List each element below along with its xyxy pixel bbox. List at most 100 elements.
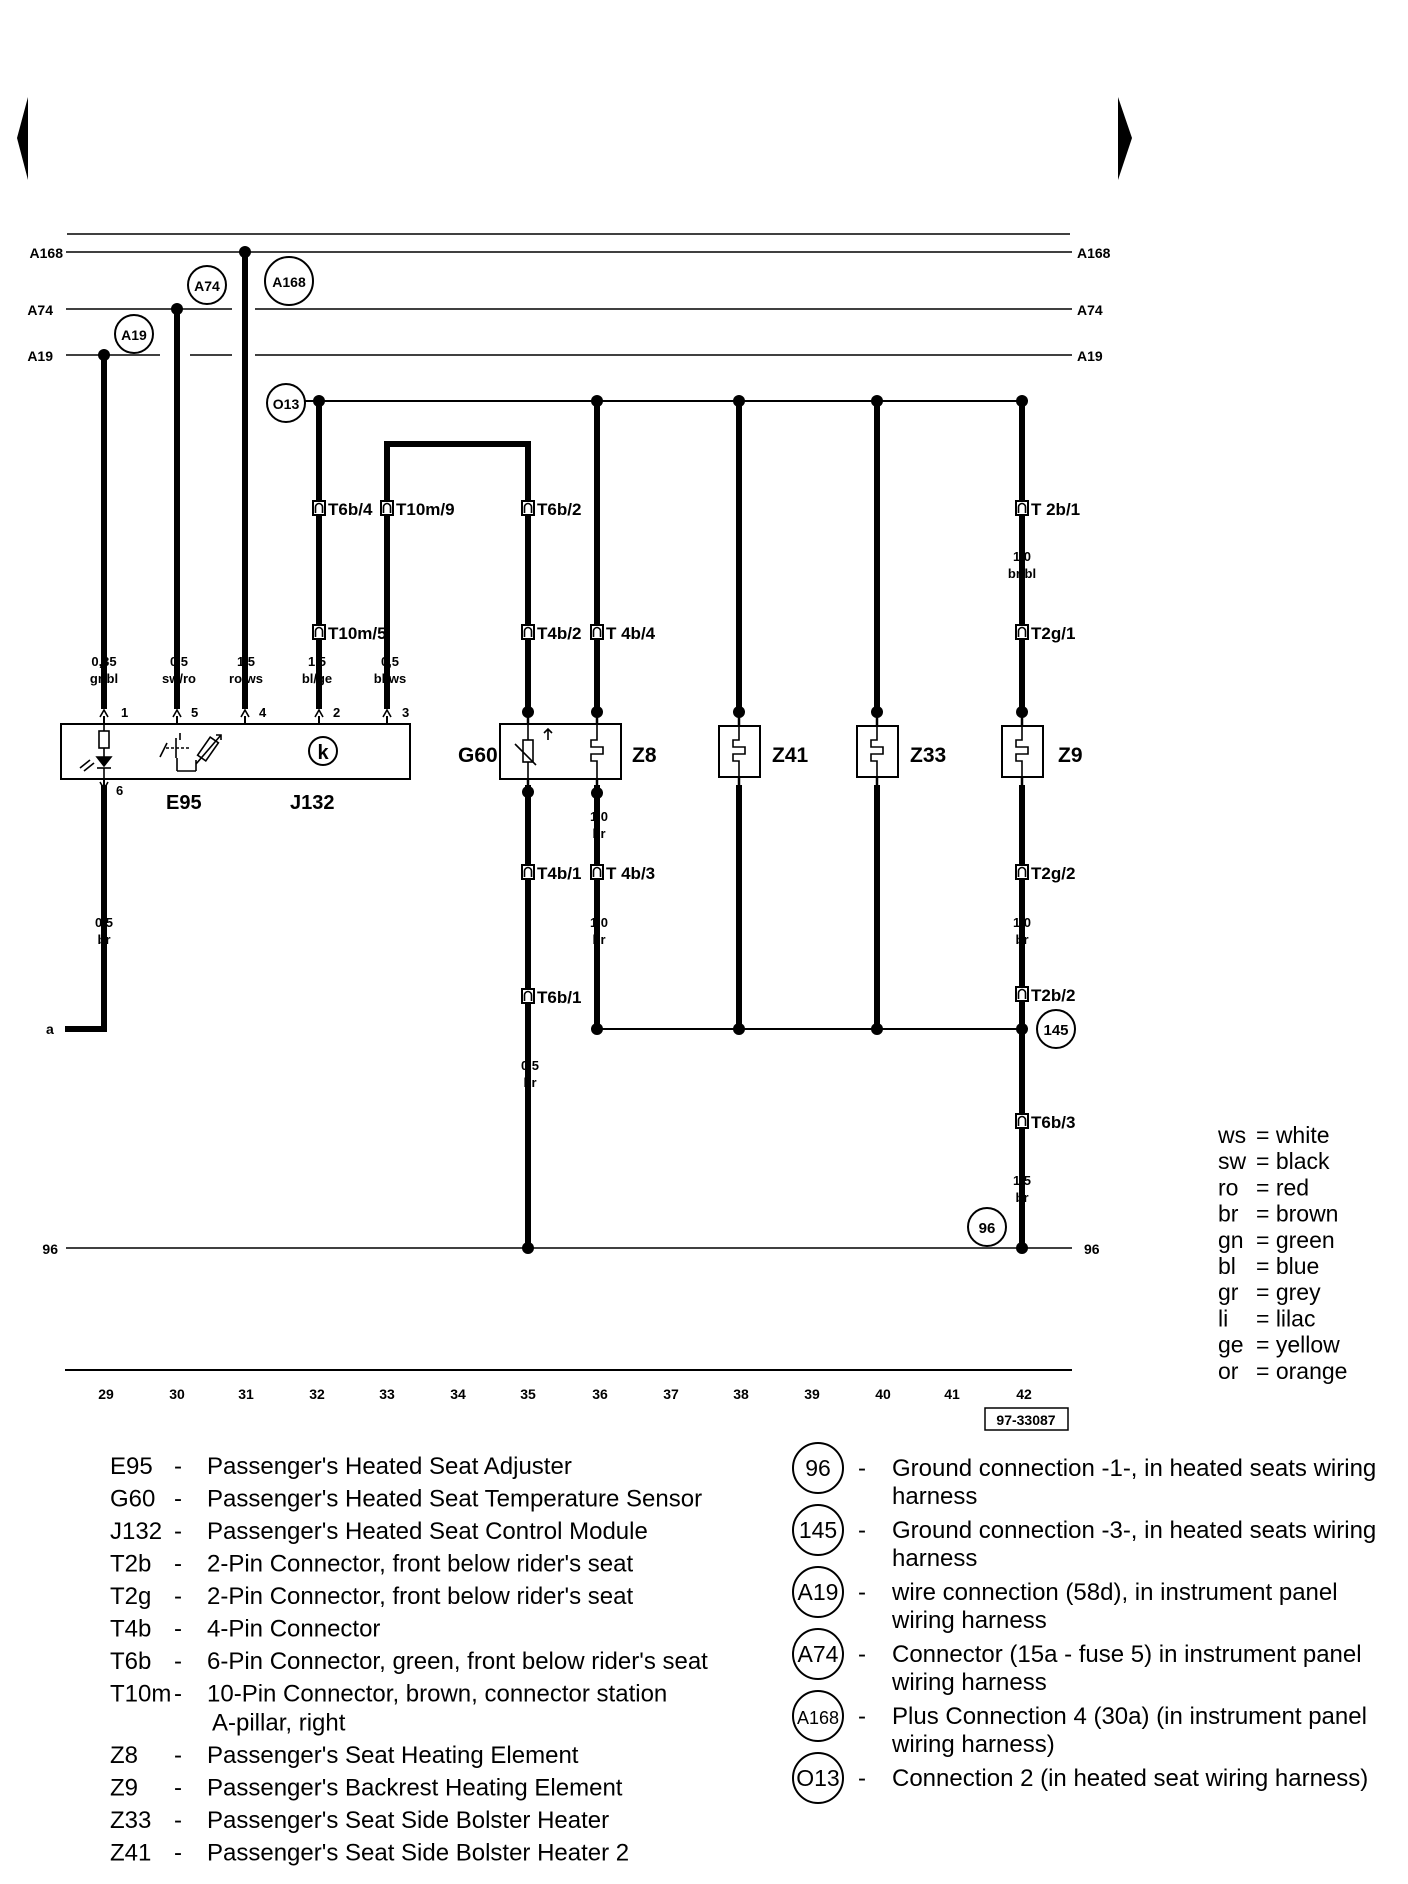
- color-code: bl: [1218, 1253, 1236, 1279]
- component-j132-label: J132: [290, 792, 335, 814]
- wire-label: 0,5: [170, 654, 188, 669]
- triangle-left-icon[interactable]: [17, 97, 28, 180]
- legend-code: T2b: [110, 1551, 151, 1578]
- legend-desc: wiring harness): [891, 1731, 1055, 1758]
- svg-text:T6b/3: T6b/3: [1031, 1113, 1075, 1132]
- track-number: 38: [733, 1386, 749, 1402]
- wire-label: br: [593, 932, 606, 947]
- wire-label: 0,5: [521, 1058, 539, 1073]
- heating-element-icon: [870, 726, 884, 777]
- heating-element-icon: [732, 726, 746, 777]
- triangle-right-icon[interactable]: [1118, 97, 1132, 180]
- wire-label: 1,0: [1013, 549, 1031, 564]
- component-legend: E95-Passenger's Heated Seat AdjusterG60-…: [110, 1453, 708, 1867]
- component-g60-label: G60: [458, 744, 498, 767]
- color-name: = lilac: [1256, 1305, 1315, 1331]
- connector-t4b2: T4b/2: [521, 624, 581, 643]
- track-number: 42: [1016, 1386, 1032, 1402]
- bus-a168-label-left: A168: [30, 245, 64, 261]
- color-code: ws: [1217, 1122, 1246, 1148]
- svg-text:T 4b/3: T 4b/3: [606, 864, 655, 883]
- svg-text:T6b/2: T6b/2: [537, 500, 581, 519]
- pin-number: 3: [402, 705, 409, 720]
- legend-desc: 4-Pin Connector: [207, 1616, 380, 1643]
- svg-text:T 2b/1: T 2b/1: [1031, 500, 1080, 519]
- svg-text:A74: A74: [194, 278, 220, 294]
- svg-text:T2g/2: T2g/2: [1031, 864, 1075, 883]
- component-z33-label: Z33: [910, 744, 946, 767]
- component-z33: Z33: [856, 712, 946, 785]
- connector-t10m5: T10m/5: [312, 624, 387, 643]
- svg-text:O13: O13: [273, 396, 300, 412]
- connection-legend-item: A168-Plus Connection 4 (30a) (in instrum…: [792, 1690, 1367, 1758]
- color-name: = white: [1256, 1122, 1330, 1148]
- svg-text:97-33087: 97-33087: [996, 1412, 1055, 1428]
- svg-text:T10m/9: T10m/9: [396, 500, 455, 519]
- wire-label: 1,5: [308, 654, 326, 669]
- connection-legend-item: A19-wire connection (58d), in instrument…: [792, 1566, 1338, 1634]
- wire-label: 0,5: [95, 915, 113, 930]
- bus-a74: A74 A74: [27, 302, 1103, 318]
- module-e95-j132: 1 5 4 2 3 6: [60, 705, 411, 814]
- legend-desc: A-pillar, right: [212, 1710, 346, 1737]
- marker-145: 145: [1036, 1009, 1076, 1049]
- legend-desc: Passenger's Seat Heating Element: [207, 1742, 579, 1769]
- wire-label: gr/bl: [90, 671, 118, 686]
- svg-text:145: 145: [1043, 1022, 1068, 1039]
- legend-desc: Connection 2 (in heated seat wiring harn…: [892, 1765, 1368, 1792]
- legend-code: Z33: [110, 1807, 151, 1834]
- wire-label: br: [524, 1075, 537, 1090]
- legend-desc: wiring harness: [891, 1669, 1047, 1696]
- temperature-sensor-icon: [514, 724, 553, 779]
- component-e95-label: E95: [166, 792, 202, 814]
- connection-legend-item: 96-Ground connection -1-, in heated seat…: [792, 1442, 1376, 1510]
- legend-dash: -: [174, 1583, 182, 1610]
- legend-code: Z41: [110, 1840, 151, 1867]
- legend-dash: -: [174, 1775, 182, 1802]
- color-name: = black: [1256, 1148, 1330, 1174]
- ground-bus-96: 96 96: [42, 1241, 1099, 1257]
- legend-marker: A168: [797, 1708, 839, 1728]
- track-number: 30: [169, 1386, 185, 1402]
- color-code: li: [1218, 1305, 1228, 1331]
- legend-desc: Ground connection -3-, in heated seats w…: [892, 1517, 1376, 1544]
- color-code: ge: [1218, 1332, 1244, 1358]
- legend-dash: -: [174, 1840, 182, 1867]
- wire-labels: 0,35 gr/bl 0,5 sw/ro 1,5 ro/ws 1,5 bl/ge…: [90, 549, 1036, 1205]
- track-number: 35: [520, 1386, 536, 1402]
- connector-t2g1: T2g/1: [1015, 624, 1075, 643]
- pin-number: 1: [121, 705, 128, 720]
- heating-element-icon: [1015, 726, 1029, 777]
- legend-desc: harness: [892, 1545, 977, 1572]
- legend-marker: 145: [799, 1517, 837, 1543]
- k-symbol-icon: k: [308, 736, 338, 766]
- legend-dash: -: [174, 1518, 182, 1545]
- color-code: gn: [1218, 1227, 1244, 1253]
- wires: [65, 252, 1025, 1248]
- color-code: br: [1218, 1201, 1239, 1227]
- legend-dash: -: [174, 1807, 182, 1834]
- connection-legend-item: A74-Connector (15a - fuse 5) in instrume…: [792, 1628, 1362, 1696]
- wire-label: 0,35: [91, 654, 116, 669]
- legend-code: T6b: [110, 1648, 151, 1675]
- legend-dash: -: [858, 1455, 866, 1482]
- color-name: = orange: [1256, 1358, 1347, 1384]
- legend-dash: -: [858, 1517, 866, 1544]
- track-number: 41: [944, 1386, 960, 1402]
- color-name: = red: [1256, 1174, 1309, 1200]
- component-z9-label: Z9: [1058, 744, 1083, 767]
- track-number: 37: [663, 1386, 679, 1402]
- legend-dash: -: [858, 1703, 866, 1730]
- ground-label-left: 96: [42, 1241, 58, 1257]
- wire-label: br: [98, 932, 111, 947]
- wire-label: bl/ws: [374, 671, 407, 686]
- component-g60-z8: G60 Z8: [458, 712, 657, 792]
- legend-desc: Passenger's Heated Seat Temperature Sens…: [207, 1486, 702, 1513]
- bus-a168: A168 A168: [30, 245, 1111, 261]
- pin-number: 2: [333, 705, 340, 720]
- legend-code: T10m: [110, 1681, 171, 1708]
- svg-text:k: k: [317, 742, 329, 764]
- component-z41-label: Z41: [772, 744, 809, 767]
